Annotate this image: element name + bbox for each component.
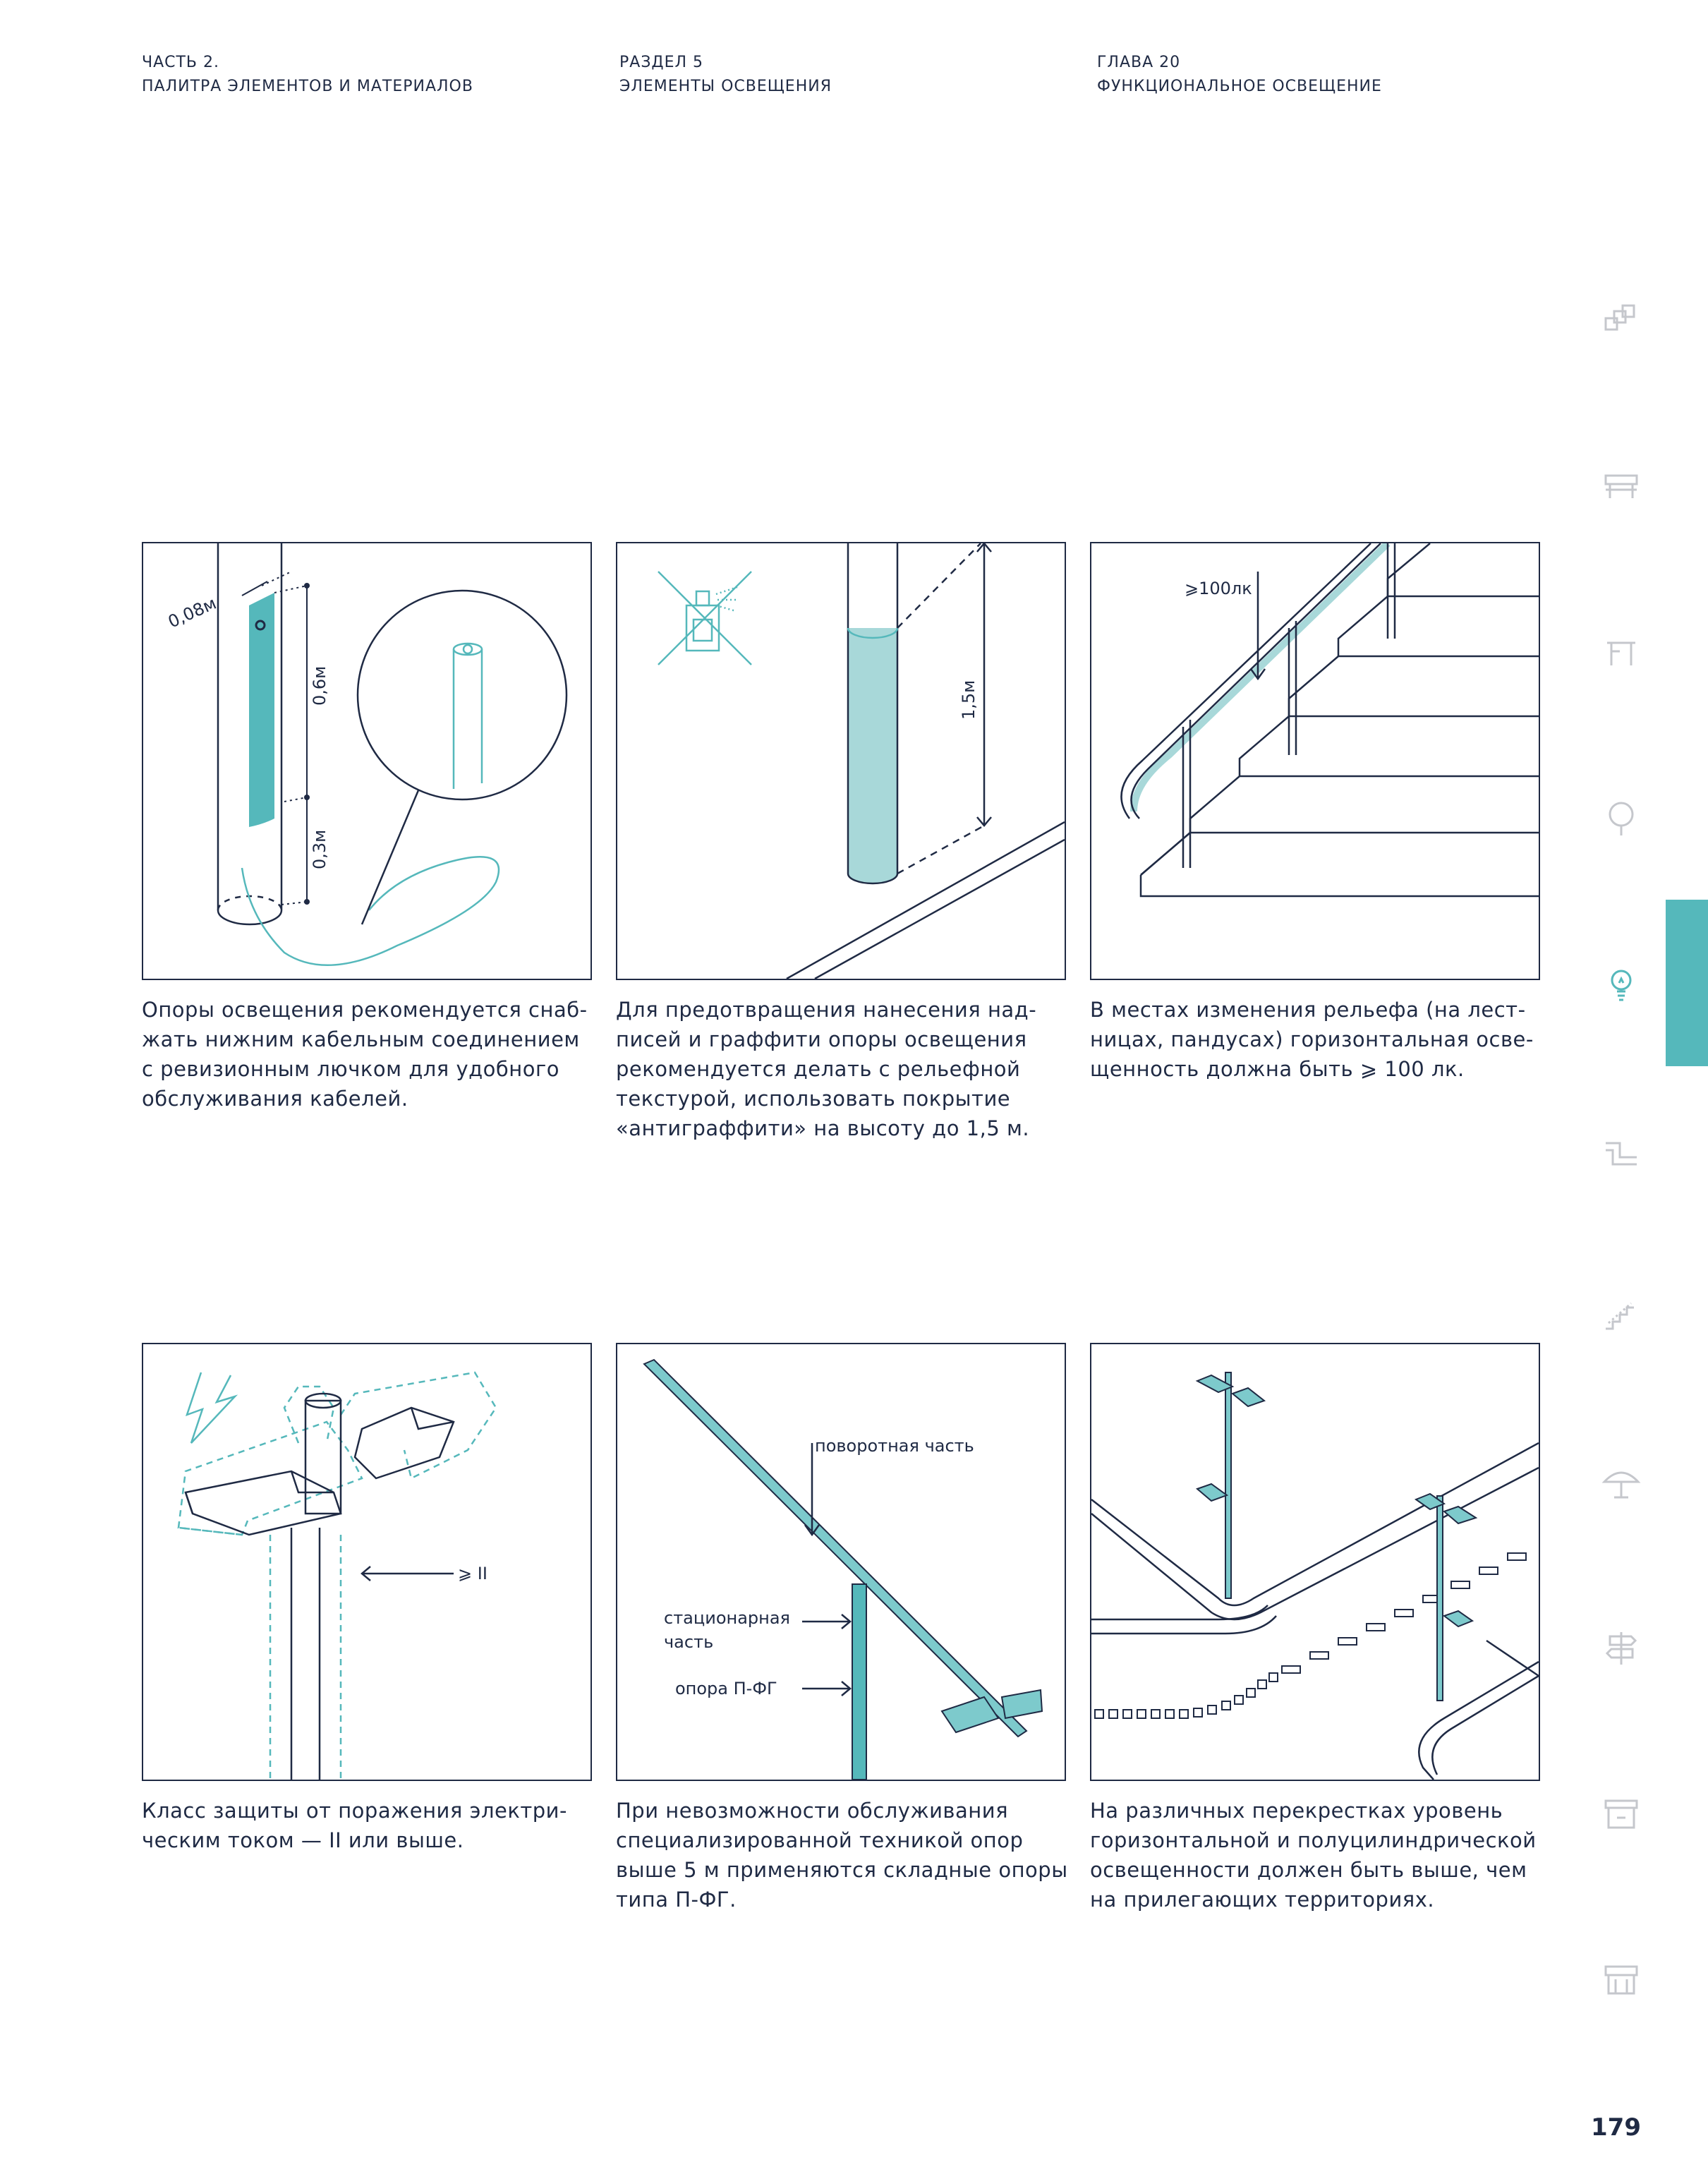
header-section: РАЗДЕЛ 5 ЭЛЕМЕНТЫ ОСВЕЩЕНИЯ: [619, 51, 832, 99]
caption-antigraffiti: Для предотвращения нанесения над- писей …: [616, 998, 1037, 1140]
label-stationary-part-1: стационарная: [664, 1608, 790, 1628]
panel-crossroads: [1090, 1343, 1540, 1781]
caption-protection-class: Класс защиты от поражения электри- чески…: [142, 1799, 567, 1852]
label-rotating-part: поворотная часть: [815, 1436, 974, 1456]
caption-stairs: В местах изменения рельефа (на лест- ниц…: [1090, 998, 1534, 1081]
label-diameter: 0,08м: [165, 593, 219, 632]
kiosk-icon[interactable]: [1600, 1792, 1642, 1835]
crossroads-illustration: [1091, 1372, 1539, 1780]
lightning-icon: [185, 1372, 238, 1444]
tree-icon[interactable]: [1600, 797, 1642, 840]
pipe-icon[interactable]: [1600, 1129, 1642, 1171]
folding-pole-illustration: поворотная часть стационарная часть опор…: [643, 1358, 1043, 1780]
lightbulb-icon[interactable]: [1600, 963, 1642, 1006]
label-hatch-offset: 0,3м: [310, 830, 329, 869]
protection-class-illustration: ⩾ II: [177, 1371, 497, 1780]
label-stationary-part-2: часть: [664, 1632, 713, 1652]
label-coating-height: 1,5м: [959, 680, 979, 720]
caption-folding-pole: При невозможности обслуживания специализ…: [616, 1799, 1068, 1912]
panel-protection-class: ⩾ II: [142, 1343, 592, 1781]
label-hatch-height: 0,6м: [310, 666, 329, 706]
sidebar-active-marker: [1666, 900, 1708, 1066]
stairs-icon[interactable]: [1600, 1295, 1642, 1337]
shop-icon[interactable]: [1600, 1958, 1642, 2000]
umbrella-icon[interactable]: [1600, 1461, 1642, 1503]
pole-hatch-illustration: 0,08м 0,6м 0,3м: [165, 543, 568, 967]
page-number: 179: [1591, 2113, 1641, 2142]
section-title: ЭЛЕМЕНТЫ ОСВЕЩЕНИЯ: [619, 78, 832, 95]
label-protection-class: ⩾ II: [458, 1564, 487, 1583]
part-title: ПАЛИТРА ЭЛЕМЕНТОВ И МАТЕРИАЛОВ: [142, 78, 473, 95]
header-part: ЧАСТЬ 2. ПАЛИТРА ЭЛЕМЕНТОВ И МАТЕРИАЛОВ: [142, 51, 473, 99]
part-label: ЧАСТЬ 2.: [142, 54, 220, 71]
panel-antigraffiti: 1,5м: [616, 542, 1066, 980]
panel-pole-hatch: 0,08м 0,6м 0,3м: [142, 542, 592, 980]
caption-pole-hatch: Опоры освещения рекомендуется снаб- жать…: [142, 998, 588, 1111]
chapter-label: ГЛАВА 20: [1097, 54, 1181, 71]
chapter-title: ФУНКЦИОНАЛЬНОЕ ОСВЕЩЕНИЕ: [1097, 78, 1382, 95]
gate-icon[interactable]: [1600, 632, 1642, 674]
panel-folding-pole: поворотная часть стационарная часть опор…: [616, 1343, 1066, 1781]
signpost-icon[interactable]: [1600, 1626, 1642, 1669]
blocks-icon[interactable]: [1600, 300, 1642, 342]
panel-stairs: ⩾100лк: [1090, 542, 1540, 980]
header-chapter: ГЛАВА 20 ФУНКЦИОНАЛЬНОЕ ОСВЕЩЕНИЕ: [1097, 51, 1382, 99]
antigraffiti-illustration: 1,5м: [658, 543, 1065, 979]
label-lux: ⩾100лк: [1185, 579, 1252, 598]
stairs-illustration: ⩾100лк: [1120, 543, 1539, 898]
label-pole-type: опора П-ФГ: [675, 1679, 777, 1698]
section-label: РАЗДЕЛ 5: [619, 54, 704, 71]
bench-icon[interactable]: [1600, 466, 1642, 508]
caption-crossroads: На различных перекрестках уровень горизо…: [1090, 1799, 1537, 1912]
